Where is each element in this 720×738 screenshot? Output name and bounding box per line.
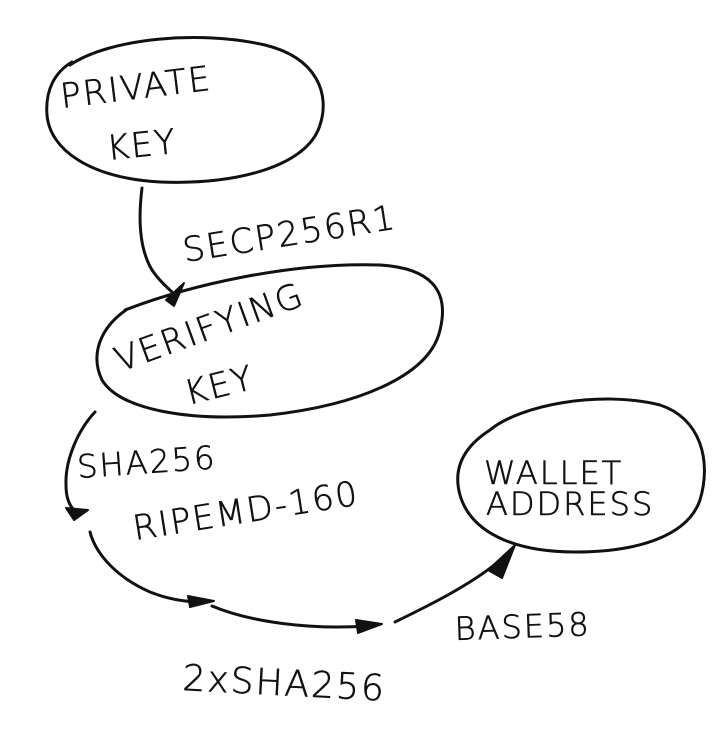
edge-ripemd-label: RIPEMD-160 (130, 474, 362, 549)
edge-base58-label: BASE58 (454, 605, 591, 648)
verifying-key-label-line1: VERIFYING (109, 275, 309, 380)
edge-sha256-label: SHA256 (76, 438, 218, 486)
node-wallet-address: WALLET ADDRESS (456, 397, 706, 554)
edge-sha-ripemd-arrowhead (65, 507, 89, 521)
edge-double-sha-line-2 (210, 604, 370, 629)
wallet-address-ellipse (456, 397, 706, 554)
edge-double-sha-arrowhead-2 (355, 619, 383, 634)
verifying-key-ellipse (95, 263, 444, 419)
edge-secp-label: SECP256R1 (180, 198, 399, 271)
wallet-address-label-line2: ADDRESS (486, 485, 654, 523)
node-private-key: PRIVATE KEY (45, 36, 325, 184)
edge-double-sha-1 (88, 530, 215, 608)
private-key-label-line2: KEY (105, 122, 179, 169)
edge-double-sha-line-1 (88, 530, 204, 604)
edge-base58-arrowhead (487, 544, 516, 579)
edge-double-sha-arrowhead-1 (187, 595, 215, 608)
edge-base58: BASE58 (393, 544, 592, 648)
wallet-address-label-line1: WALLET (484, 454, 623, 492)
edge-double-sha-label: 2xSHA256 (182, 658, 387, 710)
edge-secp-line (138, 186, 174, 294)
node-verifying-key: VERIFYING KEY (95, 263, 444, 419)
verifying-key-label-line2: KEY (181, 358, 259, 414)
private-key-ellipse (45, 36, 325, 184)
edge-sha-ripemd-line (64, 410, 97, 512)
private-key-label-line1: PRIVATE (58, 59, 214, 117)
edge-double-sha-2: 2xSHA256 (181, 604, 387, 710)
edge-sha-ripemd: SHA256 RIPEMD-160 (64, 410, 362, 549)
